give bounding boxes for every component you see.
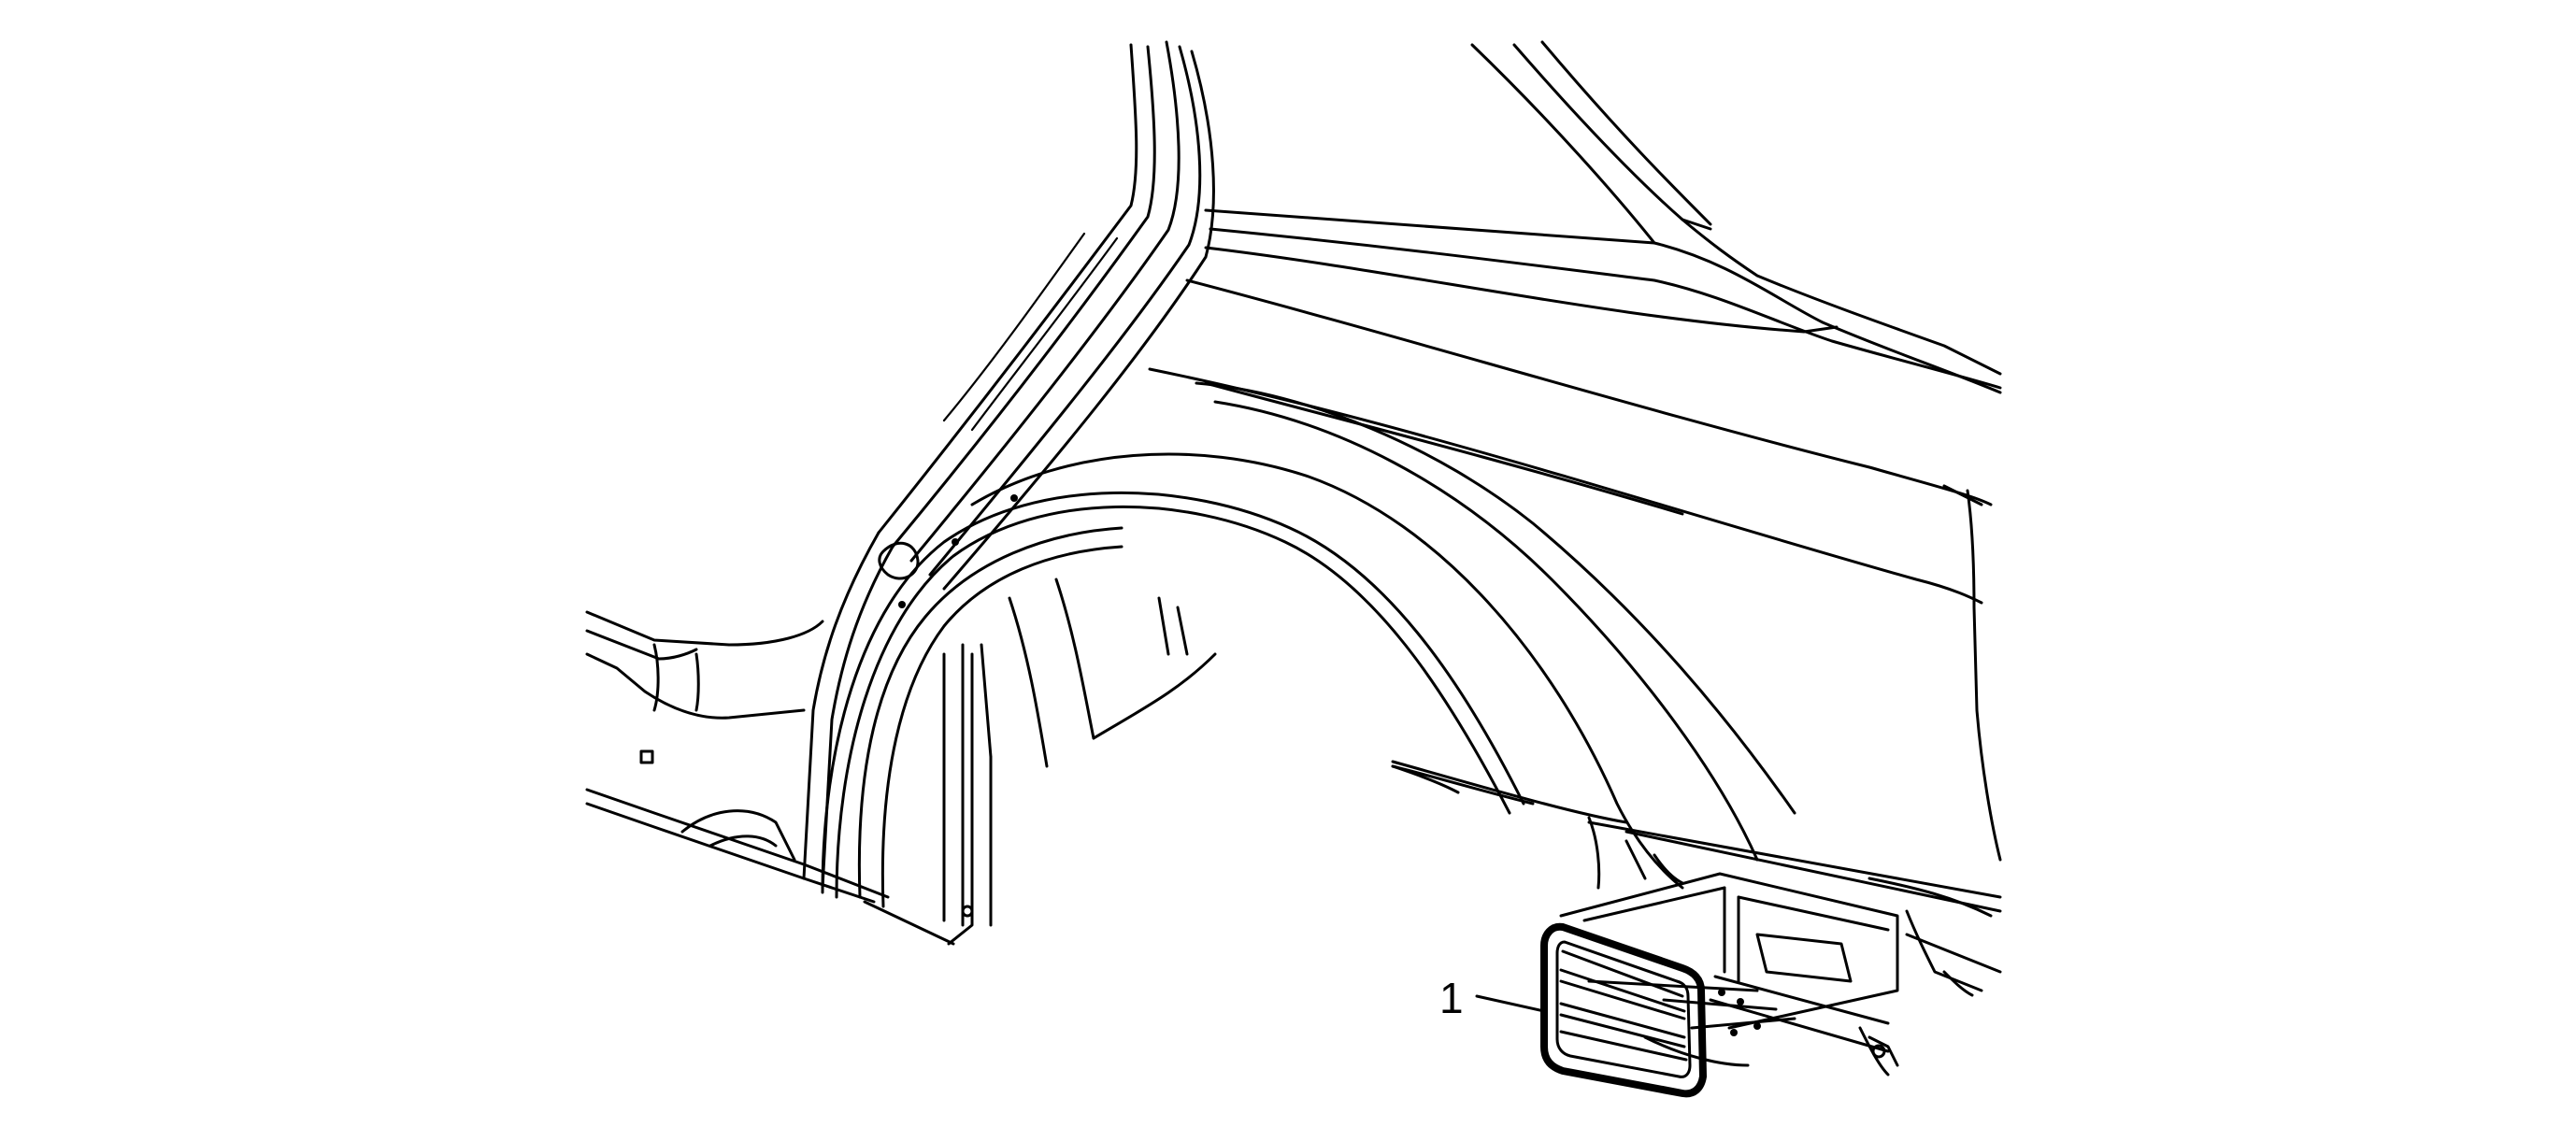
- door-pillar: [802, 40, 1215, 890]
- quarter-panel-upper: [1148, 40, 2002, 862]
- rocker-sill: [585, 610, 890, 904]
- fender-wheel-arch: [821, 381, 1796, 899]
- air-vent-assembly: [1540, 872, 1899, 1098]
- callout-1-label: 1: [1439, 974, 1464, 1022]
- callout-1: 1: [1439, 974, 1546, 1022]
- inner-wheelhouse: [857, 526, 1217, 946]
- callout-1-leader: [1475, 994, 1546, 1013]
